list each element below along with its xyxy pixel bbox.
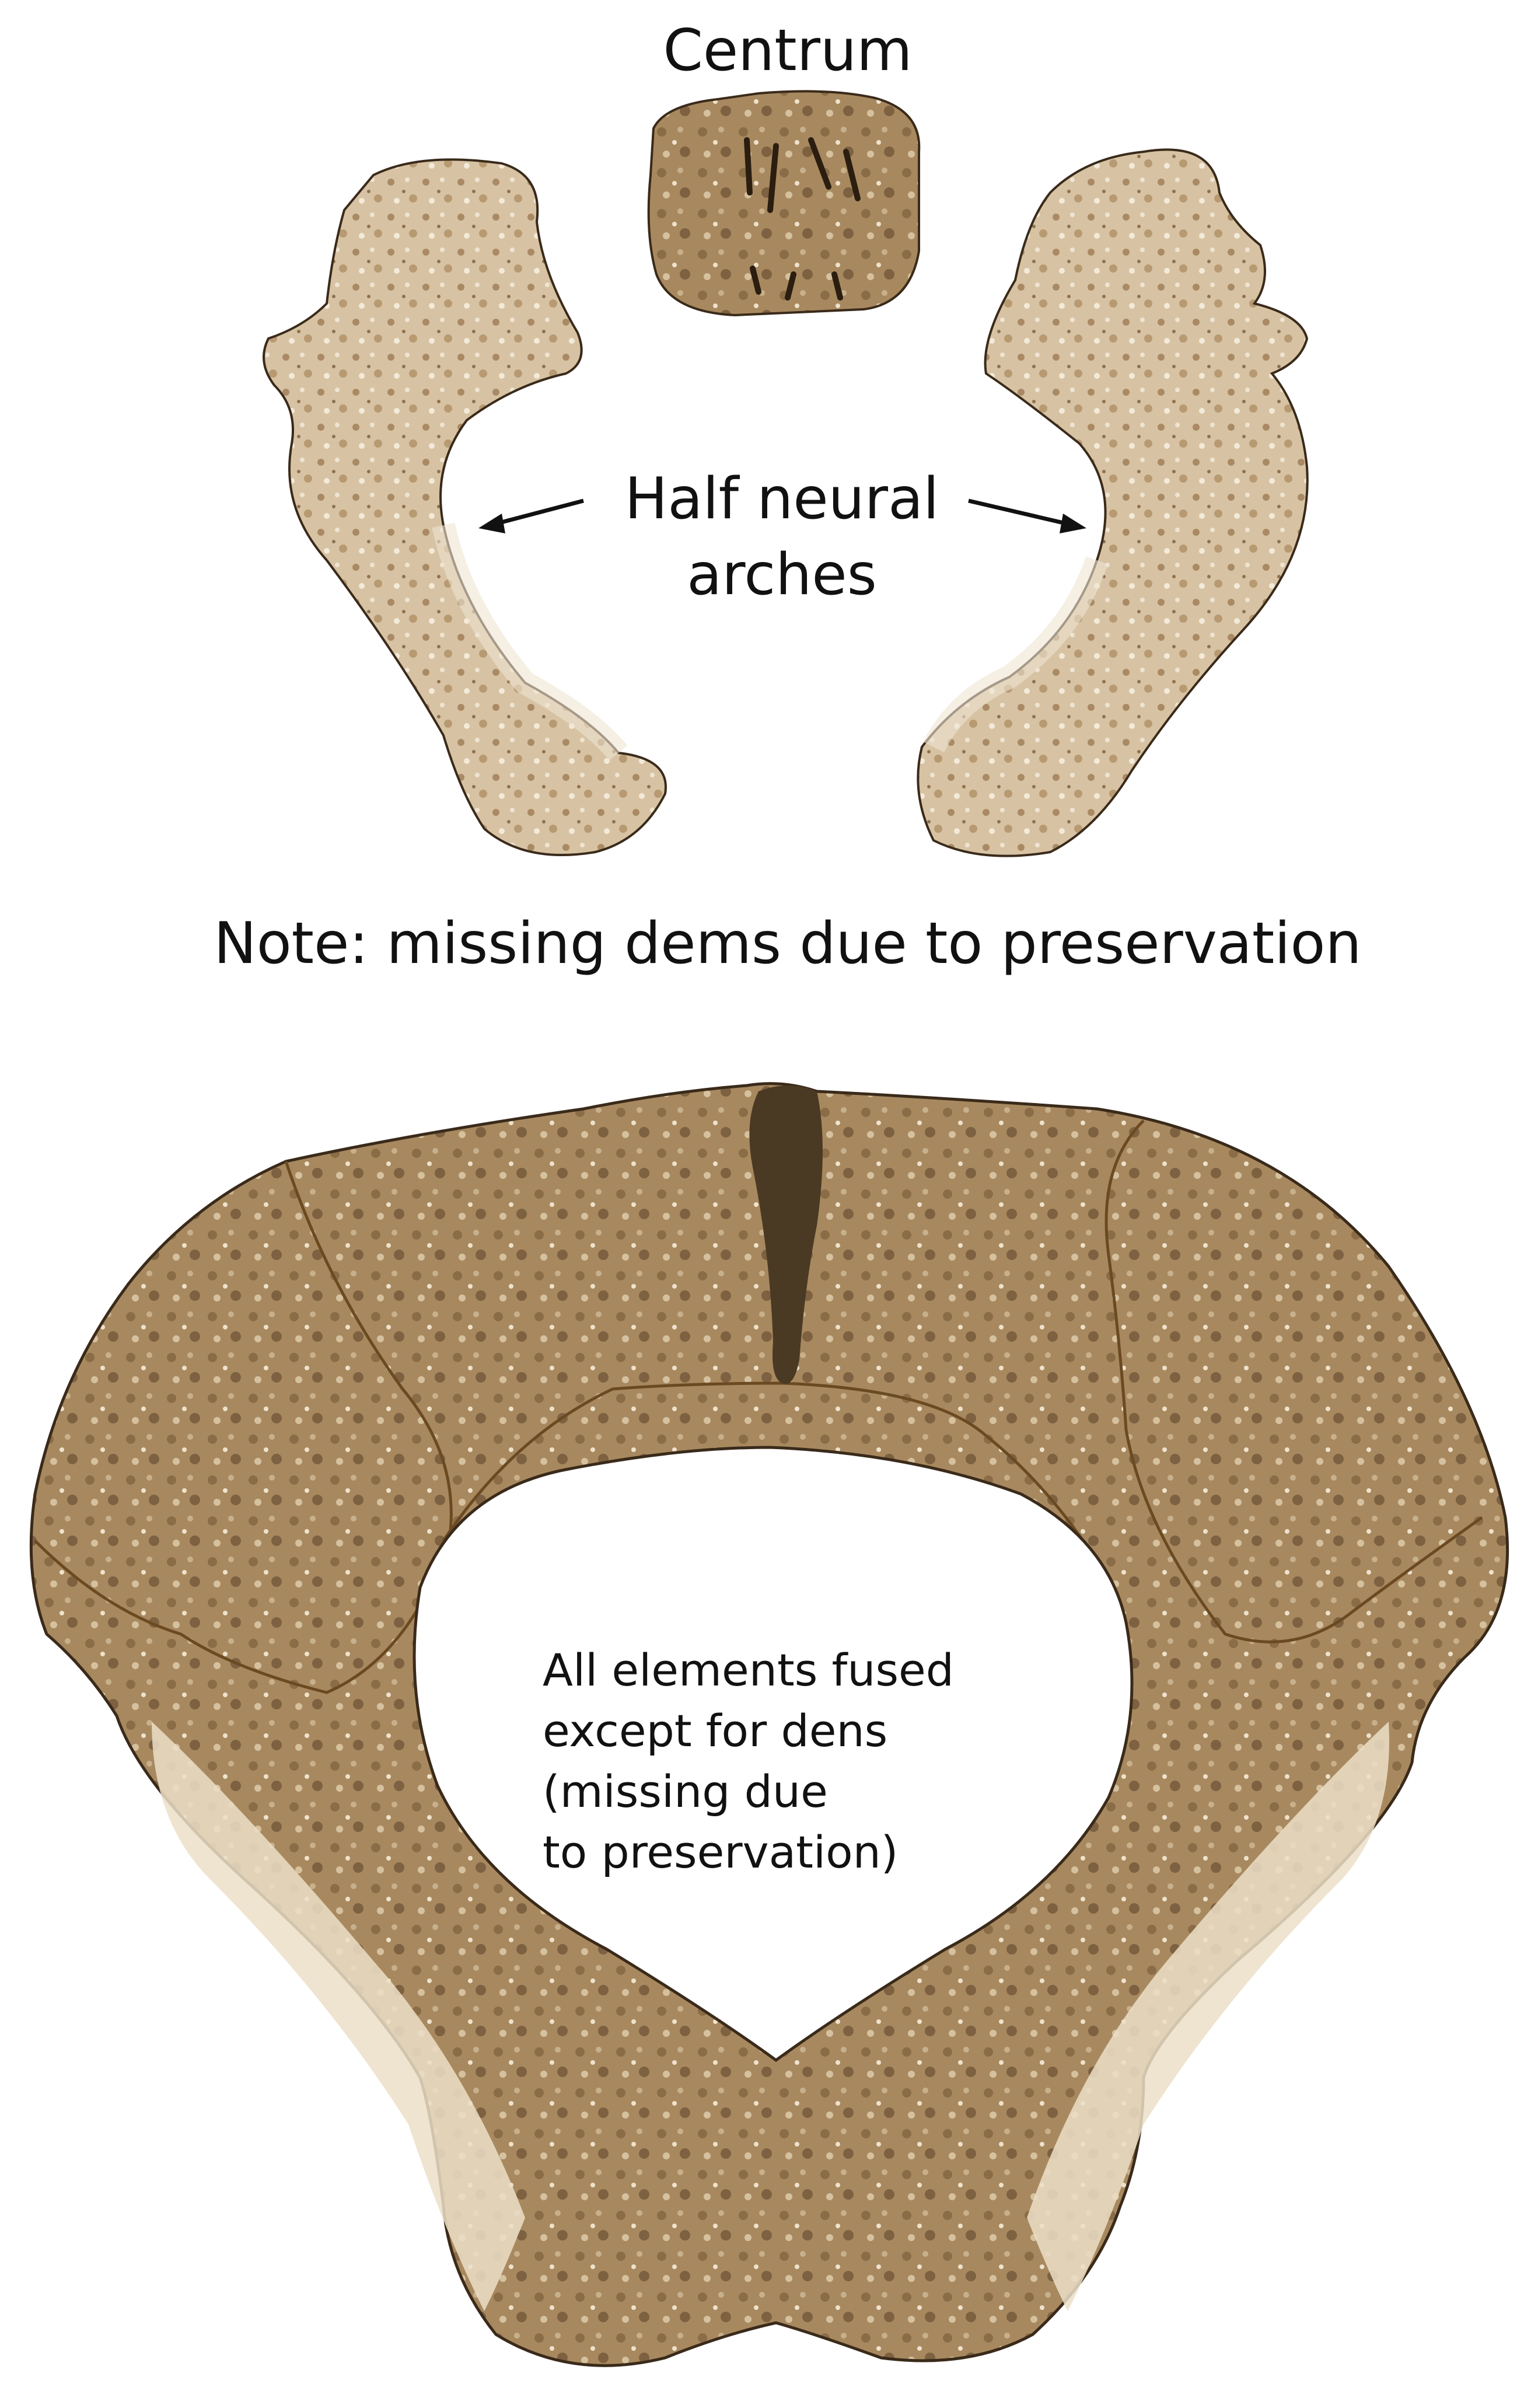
fused-line: to preservation) — [543, 1826, 899, 1878]
fused-line: (missing due — [543, 1765, 828, 1817]
fused-atlas-bone — [29, 1082, 1509, 2367]
right-half-neural-arch — [917, 148, 1309, 857]
arrow-left-icon — [478, 498, 584, 533]
centrum-bone — [647, 90, 921, 317]
vertebral-foramen — [413, 1446, 1134, 2062]
suture-left — [34, 1161, 453, 1694]
suture-right — [1104, 1119, 1483, 1643]
suture-anterior — [442, 1381, 1093, 1554]
fused-elements-label: All elements fused except for dens (miss… — [543, 1640, 1021, 1883]
arrow-right-icon — [968, 498, 1086, 533]
fused-line: except for dens — [543, 1705, 888, 1757]
fused-line: All elements fused — [543, 1644, 955, 1696]
dens-cleft — [749, 1086, 823, 1384]
left-half-neural-arch — [263, 158, 667, 856]
half-neural-arches-label: Half neural arches — [624, 466, 939, 608]
